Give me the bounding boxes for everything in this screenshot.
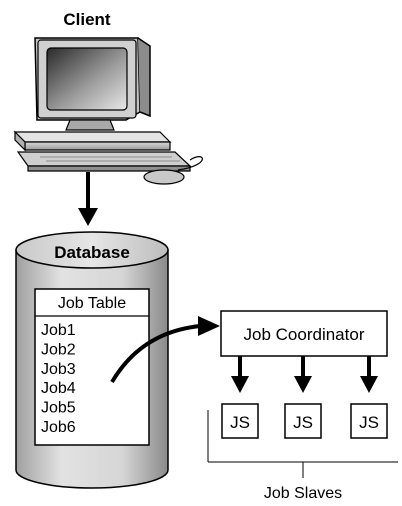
job-slave-1-label: JS [230, 413, 250, 432]
job-slave-2: JS [284, 403, 322, 439]
job-list-item: Job3 [41, 361, 76, 378]
job-table-to-coordinator-arrow [110, 316, 220, 384]
job-slaves-label: Job Slaves [264, 485, 342, 502]
client-to-database-arrow [78, 172, 98, 226]
job-list-item: Job6 [41, 419, 76, 436]
job-list-item: Job1 [41, 322, 76, 339]
job-list-item: Job4 [41, 380, 76, 397]
coordinator-to-slaves-arrows [231, 356, 378, 393]
job-list-item: Job2 [41, 341, 76, 358]
database-label: Database [54, 243, 130, 262]
job-slaves-bracket [207, 410, 398, 478]
job-table-header: Job Table [58, 295, 126, 312]
job-slave-1: JS [221, 403, 259, 439]
job-coordinator-box [220, 310, 388, 357]
job-table [34, 288, 150, 446]
client-label: Client [63, 10, 111, 29]
job-coordinator-label: Job Coordinator [244, 325, 365, 344]
job-slave-3-label: JS [359, 413, 379, 432]
client-computer-icon [13, 37, 203, 185]
job-slave-3: JS [350, 403, 388, 439]
job-list-item: Job5 [41, 400, 76, 417]
job-slave-2-label: JS [293, 413, 313, 432]
